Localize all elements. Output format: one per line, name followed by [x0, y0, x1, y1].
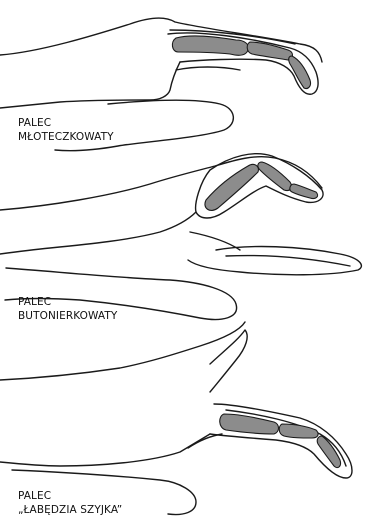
- label-swan-neck-finger-line2: „ŁABĘDZIA SZYJKA”: [18, 503, 122, 517]
- hand-3-bone-middle: [279, 424, 318, 438]
- hand-3-palm-outline: [0, 434, 210, 466]
- hand-2-bone-proximal: [205, 164, 258, 210]
- hand-3-knuckle-line: [188, 434, 222, 448]
- label-boutonniere-finger-line2: BUTONIERKOWATY: [18, 309, 117, 323]
- hand-3-top-outline: [0, 322, 245, 380]
- hand-2-bone-middle: [258, 162, 292, 191]
- hand-2-palm-outline: [0, 212, 196, 254]
- hand-2-extended-finger: [188, 247, 361, 275]
- label-swan-neck-finger-line1: PALEC: [18, 489, 122, 503]
- hand-1-bones: [172, 36, 310, 89]
- hand-swan-neck: [0, 322, 352, 515]
- label-mallet-finger: PALEC MŁOTECZKOWATY: [18, 116, 114, 144]
- label-boutonniere-finger-line1: PALEC: [18, 295, 117, 309]
- hand-1-knuckle-line: [176, 67, 240, 70]
- hand-1-bone-proximal: [172, 36, 248, 55]
- label-boutonniere-finger: PALEC BUTONIERKOWATY: [18, 295, 117, 323]
- hand-3-index-outline: [210, 330, 247, 392]
- label-swan-neck-finger: PALEC „ŁABĘDZIA SZYJKA”: [18, 489, 122, 517]
- label-mallet-finger-line1: PALEC: [18, 116, 114, 130]
- hand-2-bone-distal: [290, 184, 318, 199]
- hand-2-top-outline: [0, 157, 322, 210]
- hand-2-bones: [205, 162, 318, 210]
- hand-2-extended-finger-inner: [226, 255, 350, 266]
- hand-1-bone-middle: [247, 42, 292, 60]
- label-mallet-finger-line2: MŁOTECZKOWATY: [18, 130, 114, 144]
